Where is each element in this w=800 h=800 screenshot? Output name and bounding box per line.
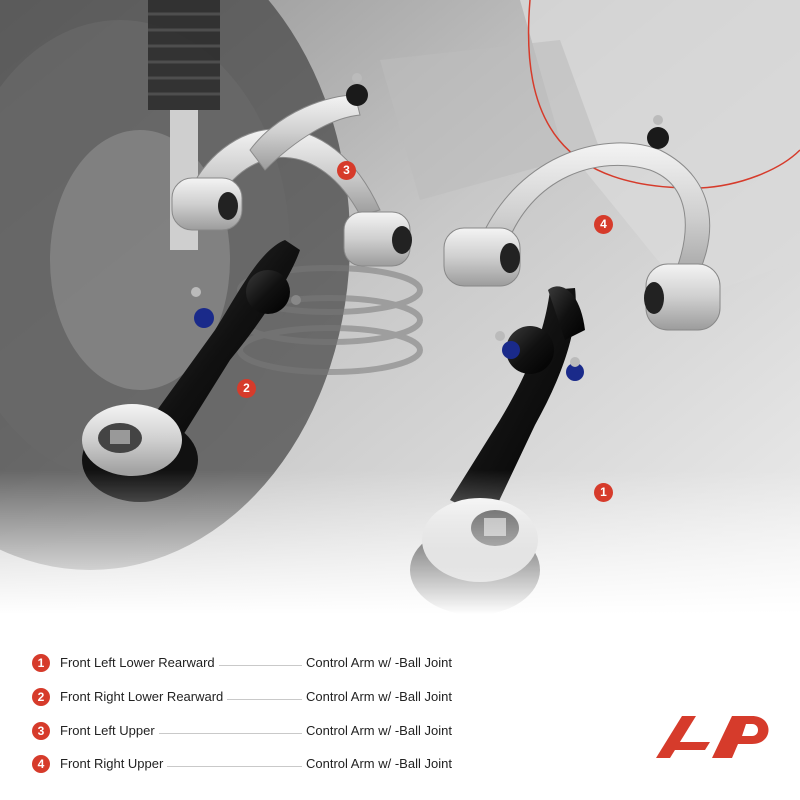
leader-line [90, 766, 310, 767]
legend-part-3: Control Arm w/ -Ball Joint [302, 723, 452, 738]
parts-legend: 1 Front Left Lower Rearward Control Arm … [0, 640, 800, 800]
legend-number-4: 4 [32, 755, 50, 773]
shock-boot [148, 0, 220, 110]
legend-row-2: 2 Front Right Lower Rearward Control Arm… [30, 686, 500, 708]
product-photo [0, 0, 800, 640]
part-marker-1: 1 [594, 483, 613, 502]
legend-position-1: Front Left Lower Rearward [60, 655, 219, 670]
leader-line [90, 733, 310, 734]
legend-part-2: Control Arm w/ -Ball Joint [302, 689, 452, 704]
legend-position-2: Front Right Lower Rearward [60, 689, 228, 704]
legend-part-4: Control Arm w/ -Ball Joint [302, 756, 452, 771]
brand-logo [652, 708, 772, 768]
legend-number-1: 1 [32, 654, 50, 672]
legend-row-3: 3 Front Left Upper Control Arm w/ -Ball … [30, 720, 500, 742]
control-arm-4 [443, 115, 721, 331]
part-marker-3: 3 [337, 161, 356, 180]
legend-number-3: 3 [32, 722, 50, 740]
part-marker-4: 4 [594, 215, 613, 234]
part-marker-2: 2 [237, 379, 256, 398]
legend-part-1: Control Arm w/ -Ball Joint [302, 655, 452, 670]
legend-row-4: 4 Front Right Upper Control Arm w/ -Ball… [30, 753, 500, 775]
accent-curve [527, 0, 800, 189]
control-arm-3 [171, 73, 412, 267]
legend-number-2: 2 [32, 688, 50, 706]
bottom-fade [0, 470, 800, 640]
legend-row-1: 1 Front Left Lower Rearward Control Arm … [30, 652, 500, 674]
legend-position-4: Front Right Upper [60, 756, 168, 771]
legend-position-3: Front Left Upper [60, 723, 159, 738]
